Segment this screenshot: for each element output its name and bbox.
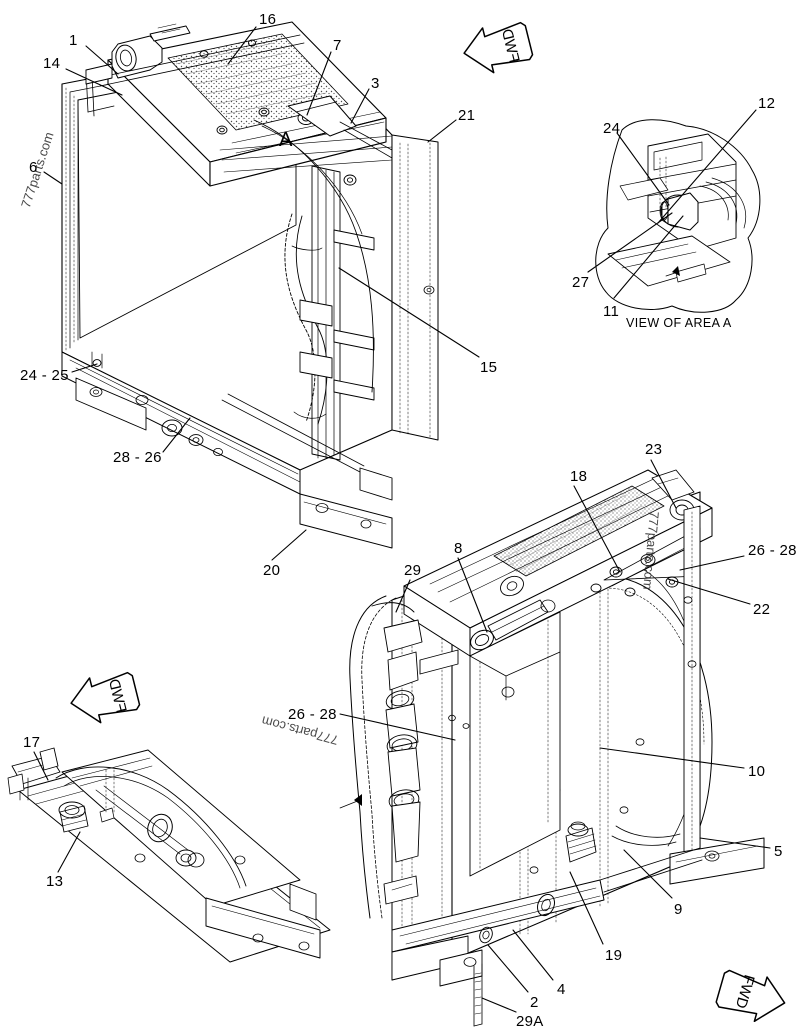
leader-line-1 (85, 45, 119, 75)
callout-8: 8 (454, 540, 463, 557)
leader-line-18 (573, 485, 621, 573)
callout-22: 22 (753, 601, 771, 618)
leader-line-8 (457, 557, 488, 633)
area-a-marker: A (279, 129, 293, 151)
leader-line-26-28 (679, 555, 745, 571)
callout-13: 13 (46, 873, 64, 890)
lower-right-fan-guard-assembly (339, 469, 765, 1027)
callout-24: 24 (603, 120, 621, 137)
area-a-detail-view (595, 119, 761, 313)
callout-10: 10 (748, 763, 766, 780)
callout-29a: 29A (516, 1013, 544, 1030)
leader-line-12 (657, 109, 757, 224)
callout-11: 11 (603, 303, 620, 320)
leader-line-5 (699, 837, 771, 849)
leader-line-7 (306, 51, 332, 116)
callout-1: 1 (69, 32, 78, 49)
callout-24-25: 24 - 25 (20, 367, 69, 384)
leader-line-24 (616, 132, 670, 206)
callout-18: 18 (570, 468, 588, 485)
leader-line-9 (623, 849, 673, 899)
lower-left-oil-cooler-assembly (7, 747, 331, 963)
leader-line-28-26 (162, 417, 191, 453)
callout-16: 16 (259, 11, 277, 28)
callout-12: 12 (758, 95, 776, 112)
callout-23: 23 (645, 441, 663, 458)
leader-line-19 (569, 871, 604, 945)
callout-14: 14 (43, 55, 61, 72)
leader-line-26-28 (339, 713, 456, 741)
callout-21: 21 (458, 107, 476, 124)
leader-line-13 (57, 831, 81, 873)
leader-line-29 (395, 579, 411, 613)
callout-19: 19 (605, 947, 623, 964)
callout-27: 27 (572, 274, 590, 291)
leader-line-6 (43, 171, 63, 185)
upper-radiator-assembly (61, 21, 439, 549)
leader-line-27 (587, 212, 673, 273)
leader-line-15 (338, 267, 480, 358)
callout-28-26: 28 - 26 (113, 449, 162, 466)
leader-line-2 (487, 944, 529, 993)
fwd-arrow-bottom: FWD (706, 963, 792, 1030)
fwd-arrow-top: FWD (455, 18, 541, 81)
leader-line-21 (427, 119, 457, 143)
leader-line-20 (271, 529, 307, 561)
leader-line-4 (512, 929, 554, 981)
callout-17: 17 (23, 734, 41, 751)
callout-3: 3 (371, 75, 380, 92)
callout-5: 5 (774, 843, 783, 860)
leader-line-3 (350, 88, 370, 124)
leader-line-17 (33, 751, 49, 781)
callout-26-28-right: 26 - 28 (748, 542, 797, 559)
leader-line-16 (227, 26, 257, 65)
leader-line-23 (650, 459, 677, 509)
callout-7: 7 (333, 37, 342, 54)
leader-line-11 (613, 215, 684, 299)
callout-9: 9 (674, 901, 683, 918)
leader-line-10 (599, 747, 745, 769)
callout-6: 6 (29, 159, 38, 176)
callout-26-28-left: 26 - 28 (288, 706, 337, 723)
leader-line-14 (65, 68, 123, 96)
callout-20: 20 (263, 562, 281, 579)
callout-2: 2 (530, 994, 539, 1011)
leader-line-22 (667, 578, 751, 605)
callout-29: 29 (404, 562, 422, 579)
leader-line-24-25 (71, 363, 98, 373)
fwd-arrow-left: FWD (62, 668, 148, 731)
callout-4: 4 (557, 981, 566, 998)
leader-line-29A (481, 997, 517, 1013)
callout-15: 15 (480, 359, 498, 376)
view-of-area-a-caption: VIEW OF AREA A (626, 316, 732, 330)
